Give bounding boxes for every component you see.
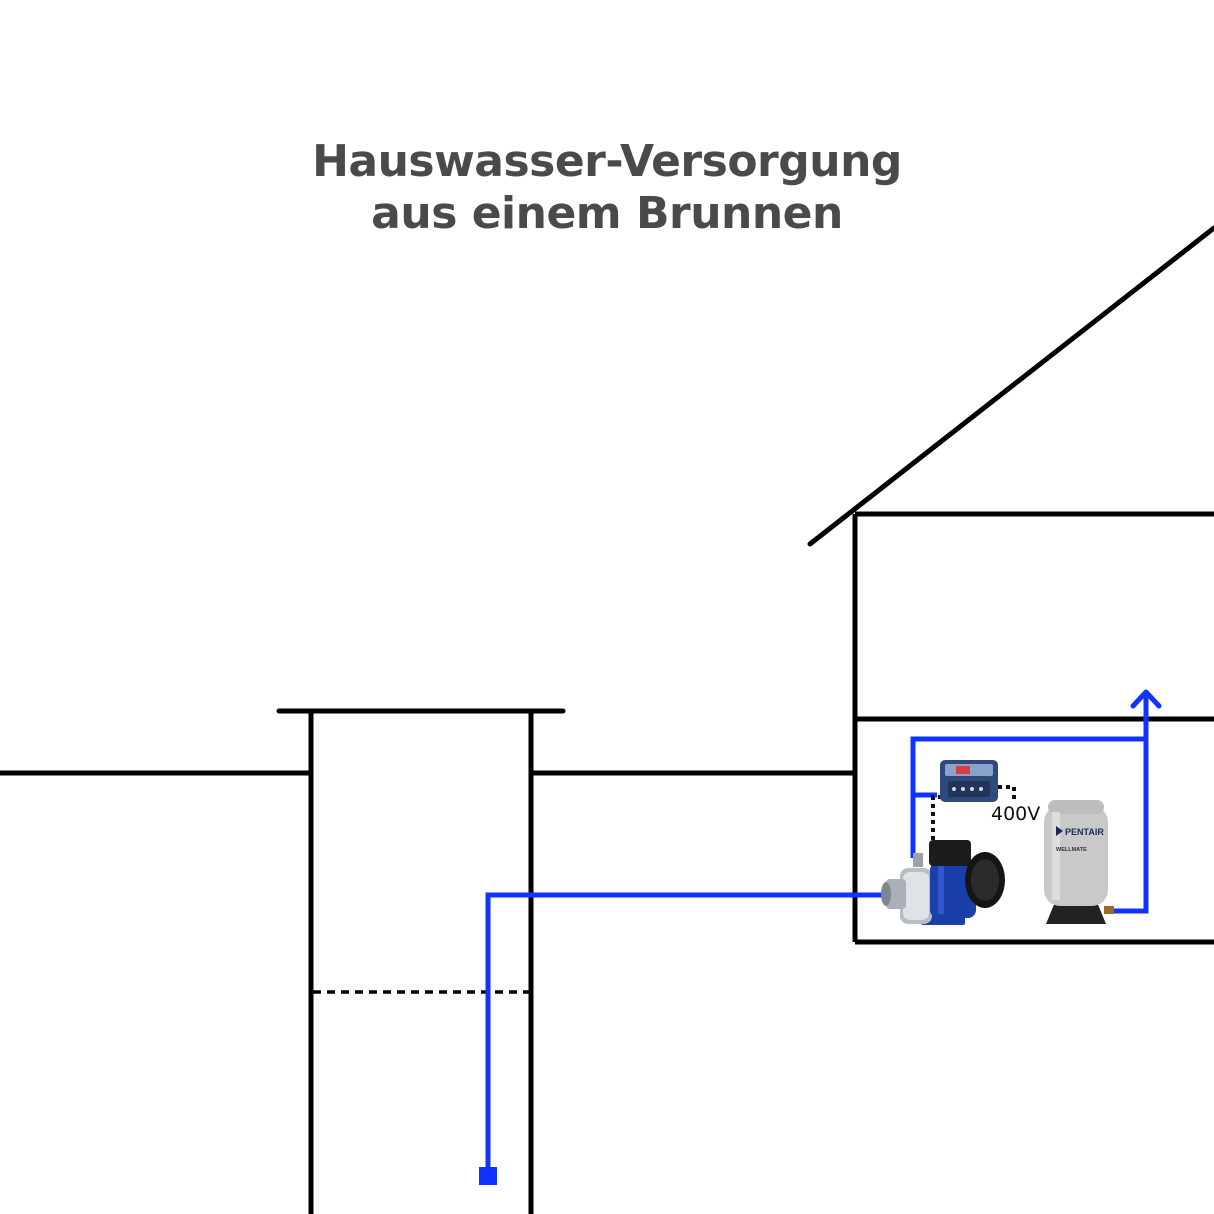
well-shaft	[276, 708, 566, 1214]
tank-model-label: WELLMATE	[1056, 847, 1087, 853]
centrifugal-pump-icon	[881, 840, 1005, 925]
pressure-tank-icon: PENTAIR WELLMATE	[1044, 800, 1114, 924]
water-pipe	[485, 694, 1149, 1172]
tank-brand-label: PENTAIR	[1065, 827, 1104, 837]
pressure-controller-icon	[940, 760, 998, 802]
diagram-title-line-1: Hauswasser-Versorgung	[312, 136, 902, 187]
tank-riser-pipe	[1106, 694, 1149, 914]
house-roof	[807, 225, 1214, 547]
house	[807, 225, 1214, 945]
motor-cable	[931, 795, 950, 845]
electrical-wiring	[931, 785, 1016, 845]
power-cable	[998, 785, 1016, 801]
foot-valve	[479, 1167, 497, 1185]
arrow-up-icon	[1130, 689, 1162, 709]
suction-pipe	[485, 892, 886, 1172]
diagram-title-line-2: aus einem Brunnen	[371, 188, 843, 239]
pressure-pipe	[910, 736, 1146, 858]
voltage-label: 400V	[991, 803, 1040, 825]
